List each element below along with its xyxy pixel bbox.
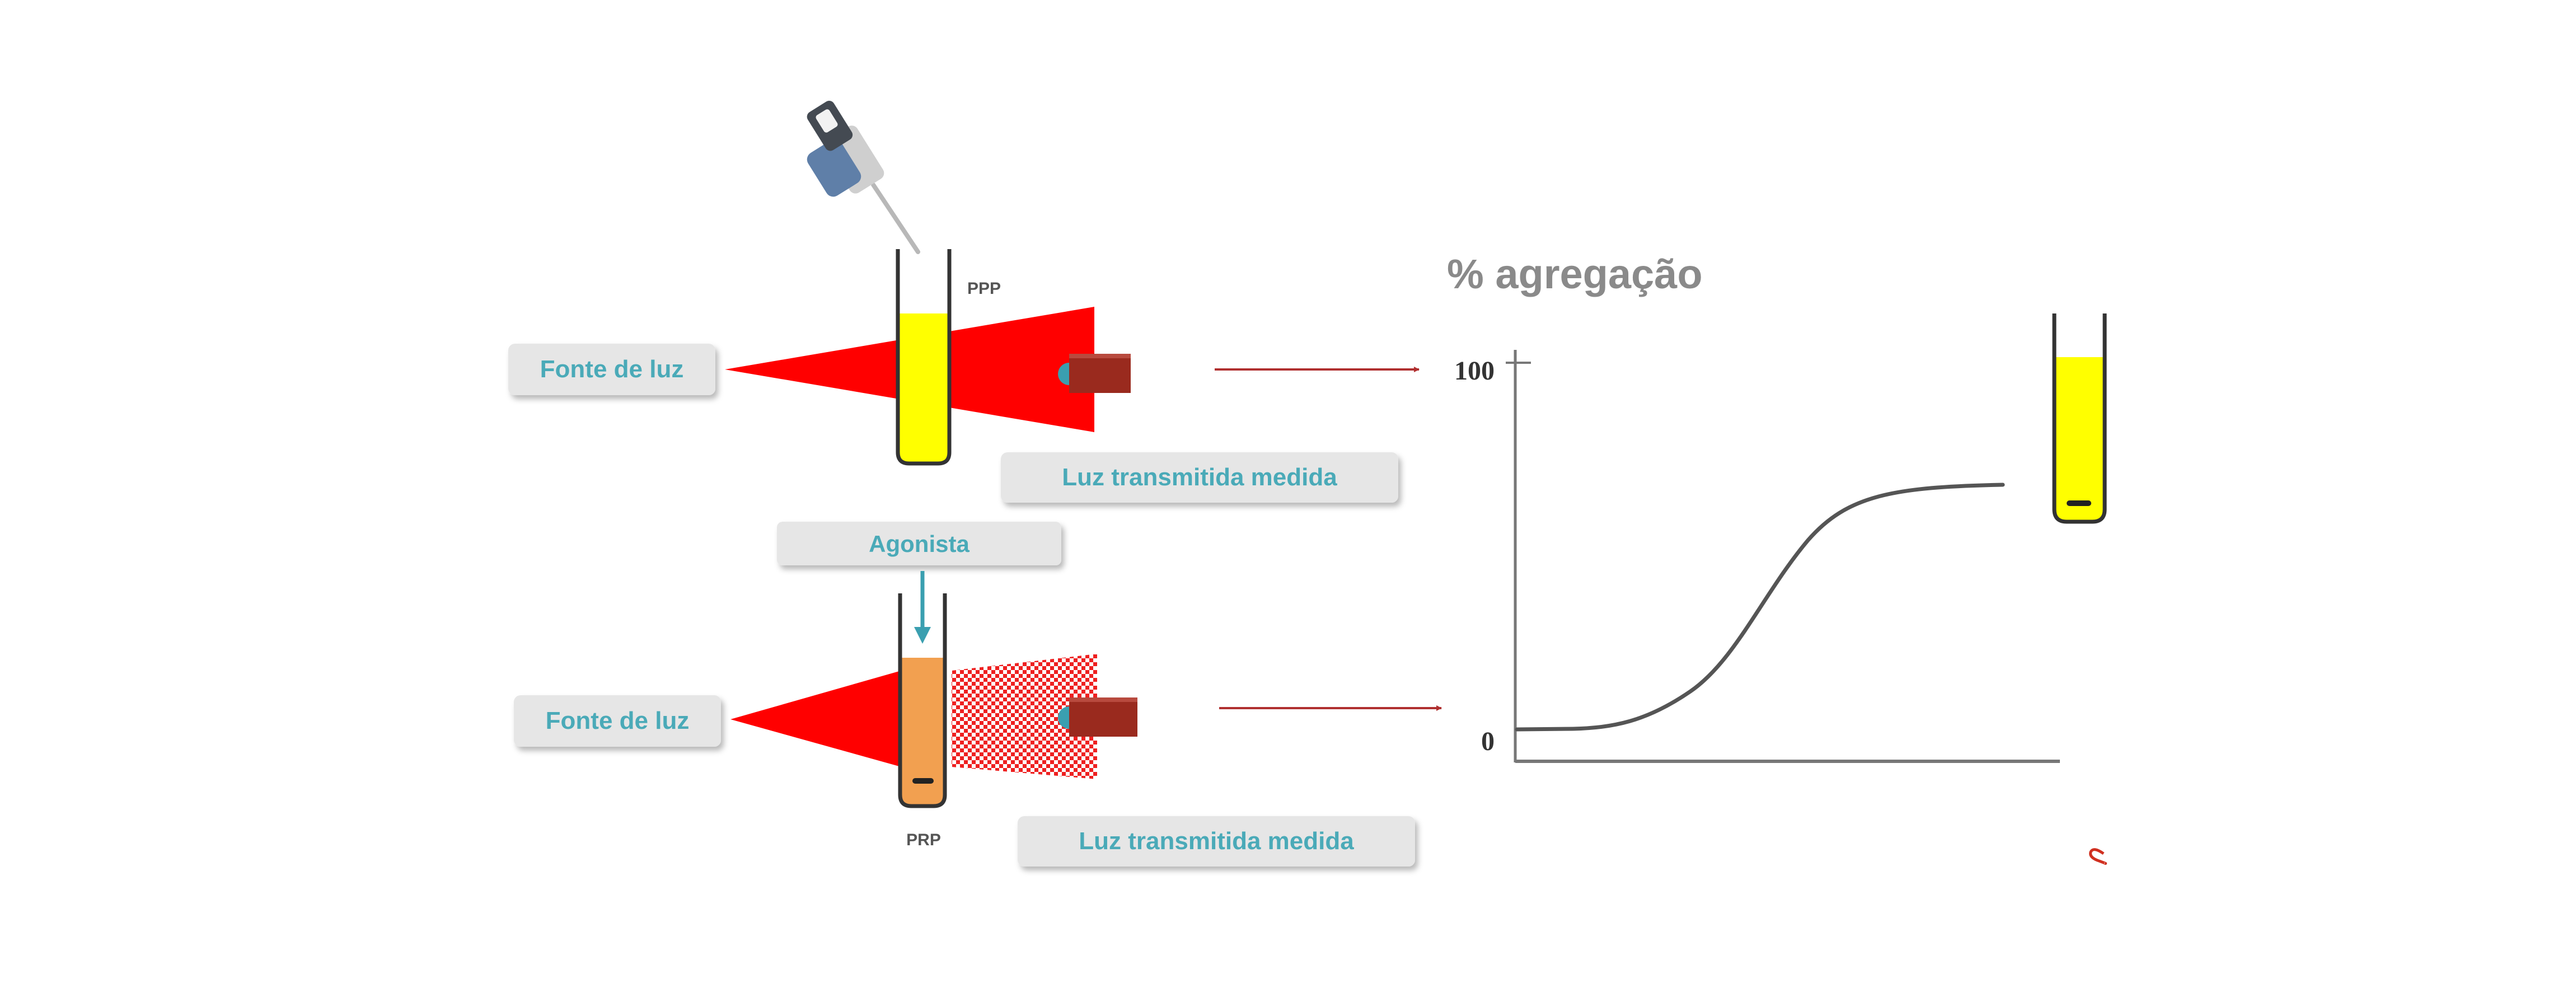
aggregation-graph: % agregação 100 0 (1447, 251, 2107, 865)
cropped-fragment (2089, 848, 2107, 865)
agonist-arrow (914, 571, 931, 644)
ppp-tube (896, 249, 952, 466)
svg-text:Agonista: Agonista (869, 531, 969, 557)
top-transmitted-label: Luz transmitida medida (1001, 452, 1398, 503)
bottom-panel: PRP Fonte de luz Luz transmitida medida (514, 593, 1442, 867)
pipette-icon (807, 101, 920, 254)
aggregated-tube (2052, 313, 2107, 524)
ppp-label: PPP (967, 279, 1001, 298)
y-max-label: 100 (1454, 356, 1495, 386)
light-beam (730, 671, 901, 767)
bottom-transmitted-label: Luz transmitida medida (1018, 816, 1415, 867)
prp-tube (898, 593, 947, 808)
prp-label: PRP (906, 831, 941, 849)
svg-text:Luz transmitida medida: Luz transmitida medida (1062, 463, 1337, 491)
scattered-beam (952, 654, 1097, 779)
svg-text:Fonte de luz: Fonte de luz (546, 707, 690, 734)
svg-text:Luz transmitida medida: Luz transmitida medida (1079, 827, 1354, 855)
light-detector-icon (1058, 354, 1131, 393)
aggregation-curve (1515, 483, 2005, 732)
top-source-label: Fonte de luz (508, 344, 715, 395)
y-min-label: 0 (1481, 727, 1495, 756)
light-detector-icon (1058, 697, 1137, 737)
top-panel: PPP Fonte de luz Luz transmitida medida (508, 101, 1420, 503)
svg-text:Fonte de luz: Fonte de luz (540, 355, 684, 383)
bottom-source-label: Fonte de luz (514, 695, 721, 747)
graph-title: % agregação (1447, 251, 1703, 297)
agonist-label: Agonista (777, 522, 1061, 565)
